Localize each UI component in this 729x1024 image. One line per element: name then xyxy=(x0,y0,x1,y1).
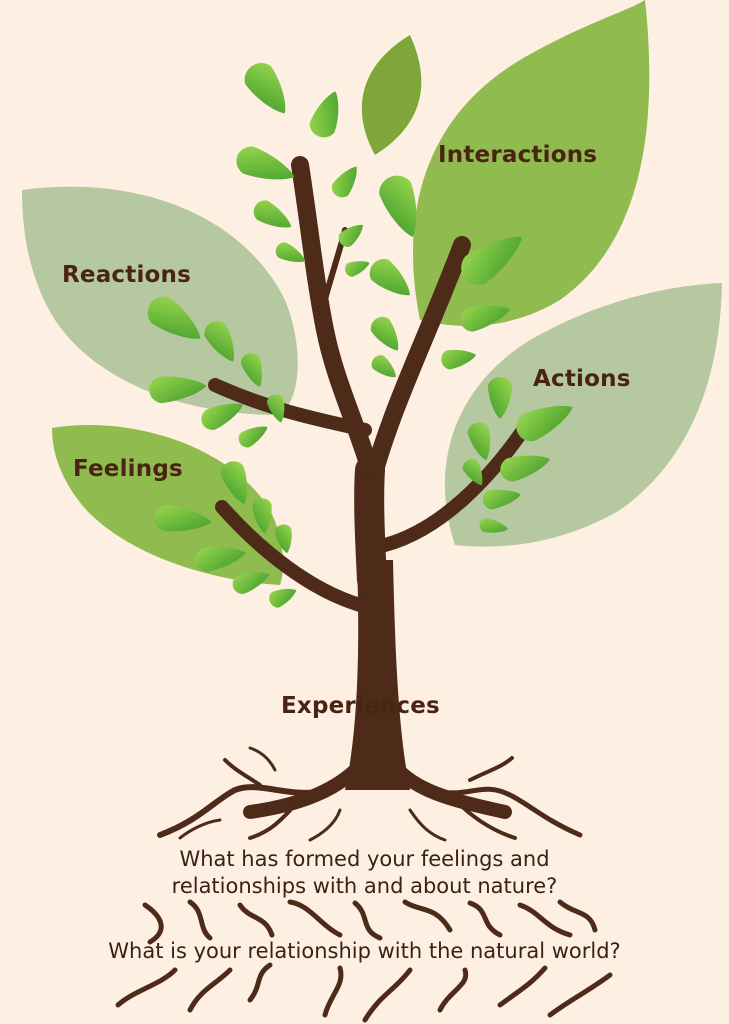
question-relationship-natural-world: What is your relationship with the natur… xyxy=(108,939,621,963)
top-leaf xyxy=(361,35,422,155)
label-actions: Actions xyxy=(533,366,631,392)
label-feelings: Feelings xyxy=(73,456,183,482)
tree-trunk xyxy=(208,156,537,790)
label-experiences: Experiences xyxy=(281,693,440,719)
label-reactions: Reactions xyxy=(62,262,192,288)
question-formed-feelings-line-1: What has formed your feelings and xyxy=(179,847,550,871)
interactions-leaf xyxy=(413,0,650,326)
question-formed-feelings-line-2: relationships with and about nature? xyxy=(171,874,558,898)
label-interactions: Interactions xyxy=(438,142,598,168)
